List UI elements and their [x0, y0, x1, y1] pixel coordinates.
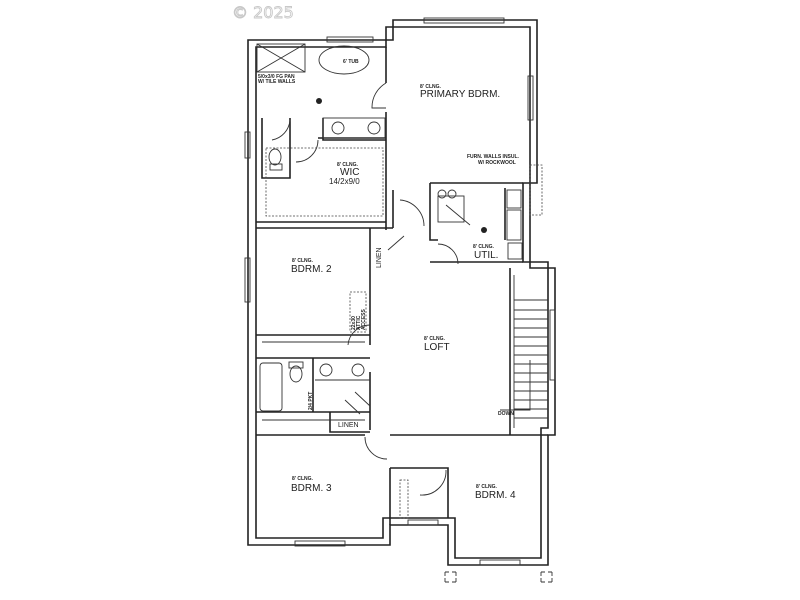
insulation-note: FURN. WALLS INSUL. [467, 154, 520, 160]
bdrm4-label: BDRM. 4 [475, 490, 516, 501]
pocket-door-label: 2/4 PKT [308, 392, 314, 410]
exterior-walls [247, 19, 556, 566]
wic-label: WIC [340, 167, 359, 178]
util-ceiling-label: 8' CLNG. [473, 244, 495, 250]
sink-icon [319, 363, 333, 377]
utility-sink-icon [507, 242, 523, 260]
loft-ceiling-label: 8' CLNG. [424, 336, 446, 342]
attic-access-label-3: ACCESS [361, 308, 367, 330]
bdrm4-ceiling-label: 8' CLNG. [476, 484, 498, 490]
staircase [500, 275, 548, 428]
shower-note: 5/0x3/0 FG PAN [258, 74, 295, 80]
wic-ceiling-label: 8' CLNG. [337, 162, 359, 168]
shower-icon [256, 43, 306, 73]
sink-icon [331, 121, 345, 135]
attic-access-label-2: ATTIC [356, 315, 362, 330]
toilet-icon [268, 148, 282, 166]
copyright-watermark: © 2025 [232, 3, 294, 22]
toilet-icon [289, 365, 303, 383]
washer-dryer-icon [437, 195, 465, 223]
stairs-down-label: DOWN [498, 411, 514, 417]
linen-lower-label: LINEN [338, 422, 359, 429]
util-label: UTIL. [474, 250, 498, 261]
windows [244, 17, 556, 566]
primary-ceiling-label: 8' CLNG. [420, 84, 442, 90]
tub-icon [318, 45, 370, 75]
insulation-note-2: W/ ROCKWOOL [478, 160, 516, 166]
bdrm3-ceiling-label: 8' CLNG. [292, 476, 314, 482]
room-labels: 8' CLNG. PRIMARY BDRM. FURN. WALLS INSUL… [258, 59, 520, 501]
loft-label: LOFT [424, 342, 450, 353]
bdrm3-label: BDRM. 3 [291, 483, 332, 494]
wic-size-label: 14/2x9/0 [329, 177, 360, 186]
doors [271, 82, 471, 496]
corner-markers [444, 571, 553, 583]
tub-label: 6' TUB [343, 59, 359, 65]
shower-note-2: W/ TILE WALLS [258, 79, 296, 85]
bathtub-icon [259, 362, 283, 412]
attic-access-label: 22x30 [351, 316, 357, 330]
bdrm2-ceiling-label: 8' CLNG. [292, 258, 314, 264]
sink-icon [351, 363, 365, 377]
linen-upper-label: LINEN [376, 247, 383, 268]
interior-walls [256, 47, 548, 525]
sink-icon [367, 121, 381, 135]
primary-bedroom-label: PRIMARY BDRM. [420, 89, 500, 100]
bdrm2-label: BDRM. 2 [291, 264, 332, 275]
drain-icon [316, 98, 322, 104]
closet-shelves [262, 147, 409, 519]
fixtures [256, 43, 523, 412]
